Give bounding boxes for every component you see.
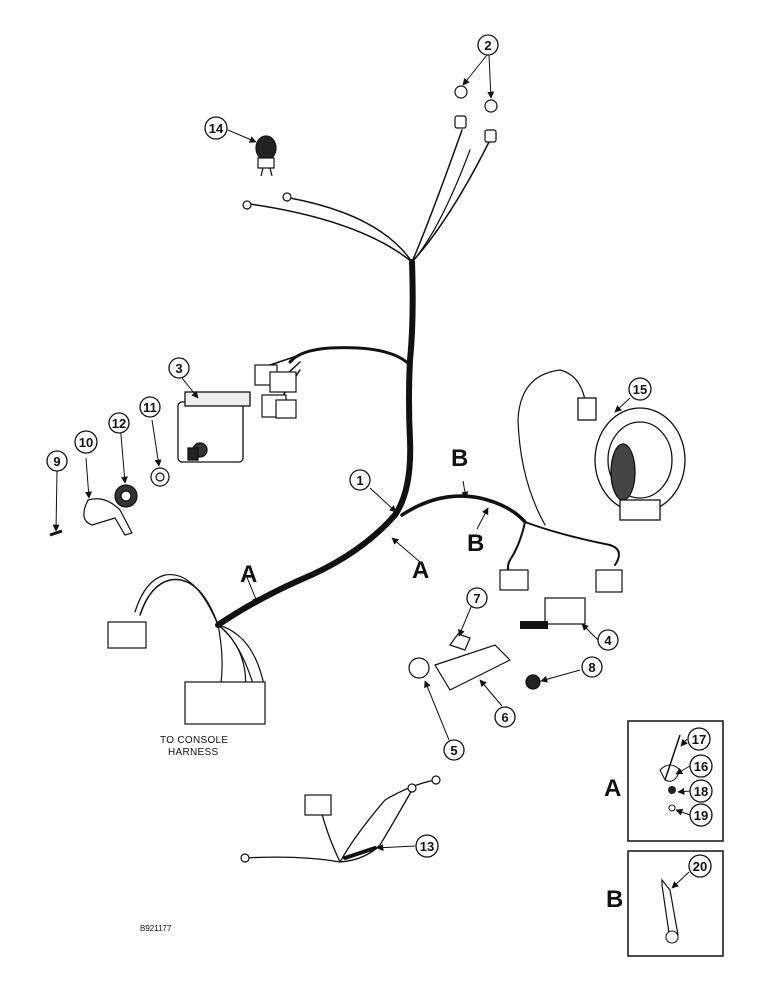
callout-7: 7 — [466, 587, 488, 609]
section-letter-b-lower: B — [467, 530, 484, 557]
svg-text:5: 5 — [450, 743, 457, 758]
console-connectors — [107, 621, 266, 725]
callout-16: 16 — [689, 754, 713, 778]
svg-text:9: 9 — [53, 454, 60, 469]
leader-lines — [52, 54, 691, 889]
svg-text:1: 1 — [356, 473, 363, 488]
horn — [577, 397, 686, 521]
svg-text:13: 13 — [420, 839, 434, 854]
section-letter-a-left: A — [240, 561, 257, 588]
indicator-light — [255, 135, 277, 177]
callout-1: 1 — [349, 469, 371, 491]
callout-12: 12 — [108, 412, 130, 434]
ring-terminals-top — [242, 192, 292, 210]
callout-3: 3 — [168, 357, 190, 379]
callout-5: 5 — [443, 739, 465, 761]
switch-connectors — [254, 364, 297, 419]
section-letter-b-top: B — [451, 445, 468, 472]
rotary-switch — [177, 391, 251, 463]
main-harness — [134, 129, 620, 696]
svg-text:8: 8 — [588, 660, 595, 675]
svg-text:17: 17 — [692, 732, 706, 747]
svg-text:15: 15 — [633, 382, 647, 397]
svg-text:12: 12 — [112, 416, 126, 431]
bulb-sockets — [454, 85, 498, 143]
callout-15: 15 — [628, 377, 652, 401]
detail-label-b: B — [606, 886, 623, 913]
callout-14: 14 — [204, 116, 228, 140]
callout-6: 6 — [494, 706, 516, 728]
callout-9: 9 — [46, 450, 68, 472]
svg-text:14: 14 — [209, 121, 224, 136]
svg-text:6: 6 — [501, 710, 508, 725]
callout-4: 4 — [597, 629, 619, 651]
svg-text:4: 4 — [604, 633, 612, 648]
callout-10: 10 — [74, 430, 98, 454]
callout-8: 8 — [581, 656, 603, 678]
detail-label-a: A — [604, 775, 621, 802]
svg-text:19: 19 — [694, 808, 708, 823]
brake-switch — [499, 569, 623, 629]
callout-19: 19 — [689, 803, 713, 827]
bracket-hardware — [408, 633, 541, 691]
callout-2: 2 — [477, 34, 499, 56]
callout-11: 11 — [139, 396, 161, 418]
svg-text:20: 20 — [693, 859, 707, 874]
svg-text:16: 16 — [694, 759, 708, 774]
figure-id: B921177 — [140, 924, 172, 933]
callout-17: 17 — [687, 727, 711, 751]
svg-text:18: 18 — [694, 784, 708, 799]
console-note-line2: HARNESS — [168, 747, 218, 758]
item-13-terminals — [240, 775, 441, 863]
svg-text:2: 2 — [484, 38, 491, 53]
callout-13: 13 — [415, 834, 439, 858]
item-13-harness — [244, 779, 436, 863]
switch-hardware — [49, 467, 170, 537]
callout-18: 18 — [689, 779, 713, 803]
callout-20: 20 — [688, 854, 712, 878]
svg-text:3: 3 — [175, 361, 182, 376]
svg-text:11: 11 — [143, 400, 157, 415]
console-note-line1: TO CONSOLE — [160, 735, 228, 746]
svg-text:10: 10 — [79, 435, 93, 450]
svg-text:7: 7 — [473, 591, 480, 606]
section-letter-a-center: A — [412, 557, 429, 584]
